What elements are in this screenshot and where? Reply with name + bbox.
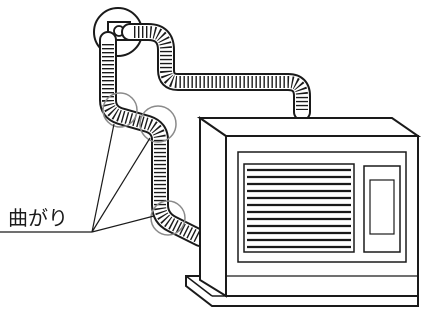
exhaust-duct [130, 32, 302, 112]
bend-label: 曲がり [8, 206, 68, 230]
heater-grille [244, 164, 354, 252]
heater-control-panel [364, 166, 400, 252]
heater-unit [186, 118, 418, 306]
